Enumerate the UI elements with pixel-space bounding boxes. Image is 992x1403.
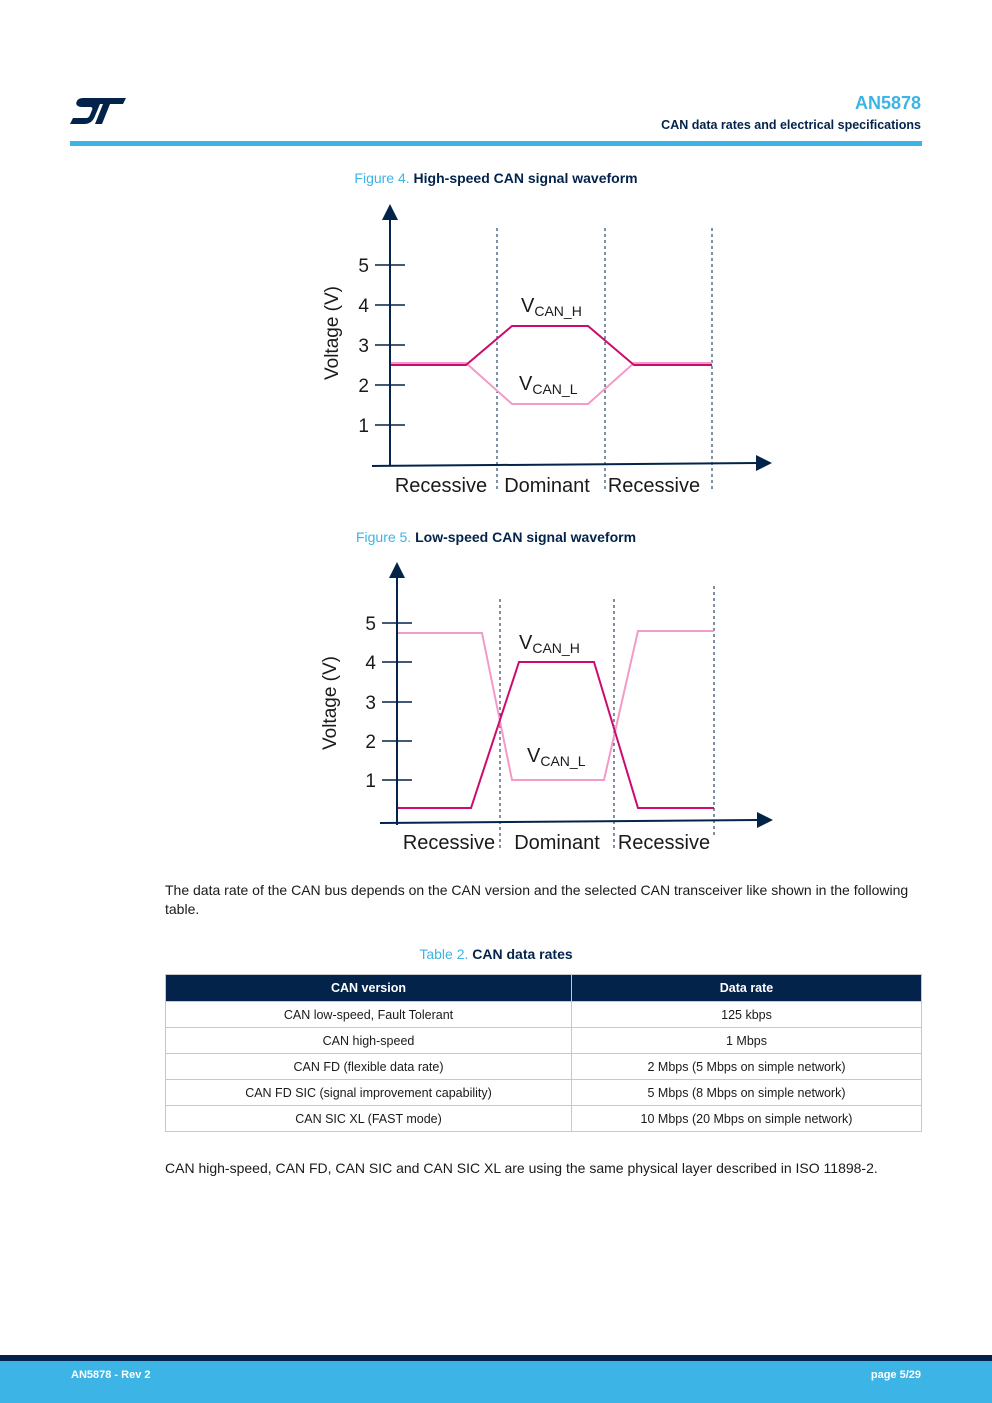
table-row: CAN high-speed 1 Mbps: [165, 1027, 922, 1054]
figure4-title: High-speed CAN signal waveform: [413, 170, 638, 186]
figure5-x-arrow-icon: [757, 812, 773, 828]
body-paragraph-data-rate: The data rate of the CAN bus depends on …: [165, 882, 909, 917]
figure4-tick-label: 3: [358, 336, 369, 357]
figure5-tick-label: 1: [365, 771, 376, 792]
table-header-row: CAN version Data rate: [165, 974, 922, 1002]
figure5-region-label: Recessive: [403, 832, 495, 854]
figure5-can-h-trace: [398, 661, 714, 809]
figure4-can-l-trace: [391, 362, 712, 405]
figure4-can-h-label: VCAN_H: [521, 295, 582, 319]
figure4-tick-label: 2: [358, 376, 369, 397]
table-cell-data-rate: 5 Mbps (8 Mbps on simple network): [571, 1079, 922, 1106]
table-cell-can-version: CAN FD (flexible data rate): [165, 1053, 572, 1080]
table2-number: Table 2.: [419, 946, 469, 962]
table-cell-can-version: CAN low-speed, Fault Tolerant: [165, 1001, 572, 1028]
figure4-can-h-trace: [391, 325, 712, 366]
figure4-caption: Figure 4. High-speed CAN signal waveform: [0, 170, 992, 186]
figure4-y-arrow-icon: [382, 204, 398, 220]
figure4-region-label: Recessive: [608, 475, 700, 497]
body-paragraph-physical-layer: CAN high-speed, CAN FD, CAN SIC and CAN …: [165, 1160, 878, 1176]
figure5-region-label: Recessive: [618, 832, 710, 854]
figure4-tick-label: 5: [358, 256, 369, 277]
header-rule: [70, 141, 922, 146]
figure5-can-l-label: VCAN_L: [527, 745, 586, 769]
table-row: CAN FD (flexible data rate) 2 Mbps (5 Mb…: [165, 1053, 922, 1080]
figure5-caption: Figure 5. Low-speed CAN signal waveform: [0, 529, 992, 545]
document-subtitle: CAN data rates and electrical specificat…: [661, 118, 921, 132]
figure4-tick-label: 1: [358, 416, 369, 437]
footer-revision: AN5878 - Rev 2: [71, 1369, 151, 1381]
figure4-can-l-label: VCAN_L: [519, 373, 578, 397]
figure4-region-label: Recessive: [395, 475, 487, 497]
figure5-tick-label: 3: [365, 693, 376, 714]
figure5-tick-label: 2: [365, 732, 376, 753]
table2-title: CAN data rates: [472, 946, 573, 962]
table2-caption: Table 2. CAN data rates: [0, 946, 992, 962]
figure5-number: Figure 5.: [355, 529, 412, 545]
table-row: CAN SIC XL (FAST mode) 10 Mbps (20 Mbps …: [165, 1105, 922, 1132]
table-cell-can-version: CAN SIC XL (FAST mode): [165, 1105, 572, 1132]
table-header-data-rate: Data rate: [571, 974, 922, 1002]
st-logo-icon: [70, 98, 126, 124]
figure4-tick-label: 4: [358, 296, 369, 317]
table-cell-data-rate: 125 kbps: [571, 1001, 922, 1028]
table-cell-data-rate: 10 Mbps (20 Mbps on simple network): [571, 1105, 922, 1132]
figure5-y-arrow-icon: [389, 562, 405, 578]
table-cell-data-rate: 2 Mbps (5 Mbps on simple network): [571, 1053, 922, 1080]
table-cell-data-rate: 1 Mbps: [571, 1027, 922, 1054]
figure5-can-h-label: VCAN_H: [519, 632, 580, 656]
figure5-title: Low-speed CAN signal waveform: [415, 529, 637, 545]
footer-rule: [0, 1355, 992, 1361]
footer-page-number: page 5/29: [870, 1369, 921, 1381]
table-cell-can-version: CAN FD SIC (signal improvement capabilit…: [165, 1079, 572, 1106]
figure5-can-l-trace: [398, 630, 714, 781]
figure5-tick-label: 4: [365, 653, 376, 674]
figure4-region-label: Dominant: [504, 475, 590, 497]
figure4-y-label: Voltage (V): [322, 286, 343, 380]
document-id: AN5878: [854, 93, 921, 113]
figure4-x-arrow-icon: [756, 455, 772, 471]
figure5-region-label: Dominant: [514, 832, 600, 854]
table-row: CAN FD SIC (signal improvement capabilit…: [165, 1079, 922, 1106]
can-data-rates-table: CAN version Data rate CAN low-speed, Fau…: [165, 974, 922, 1132]
page-footer: AN5878 - Rev 2 page 5/29: [0, 1361, 992, 1403]
figure5-tick-label: 5: [365, 614, 376, 635]
figure4-x-axis: [371, 462, 759, 467]
table-header-can-version: CAN version: [165, 974, 572, 1002]
table-row: CAN low-speed, Fault Tolerant 125 kbps: [165, 1001, 922, 1028]
table-cell-can-version: CAN high-speed: [165, 1027, 572, 1054]
figure5-x-axis: [379, 819, 759, 824]
figure4-number: Figure 4.: [354, 170, 410, 186]
figure5-y-label: Voltage (V): [320, 656, 341, 750]
